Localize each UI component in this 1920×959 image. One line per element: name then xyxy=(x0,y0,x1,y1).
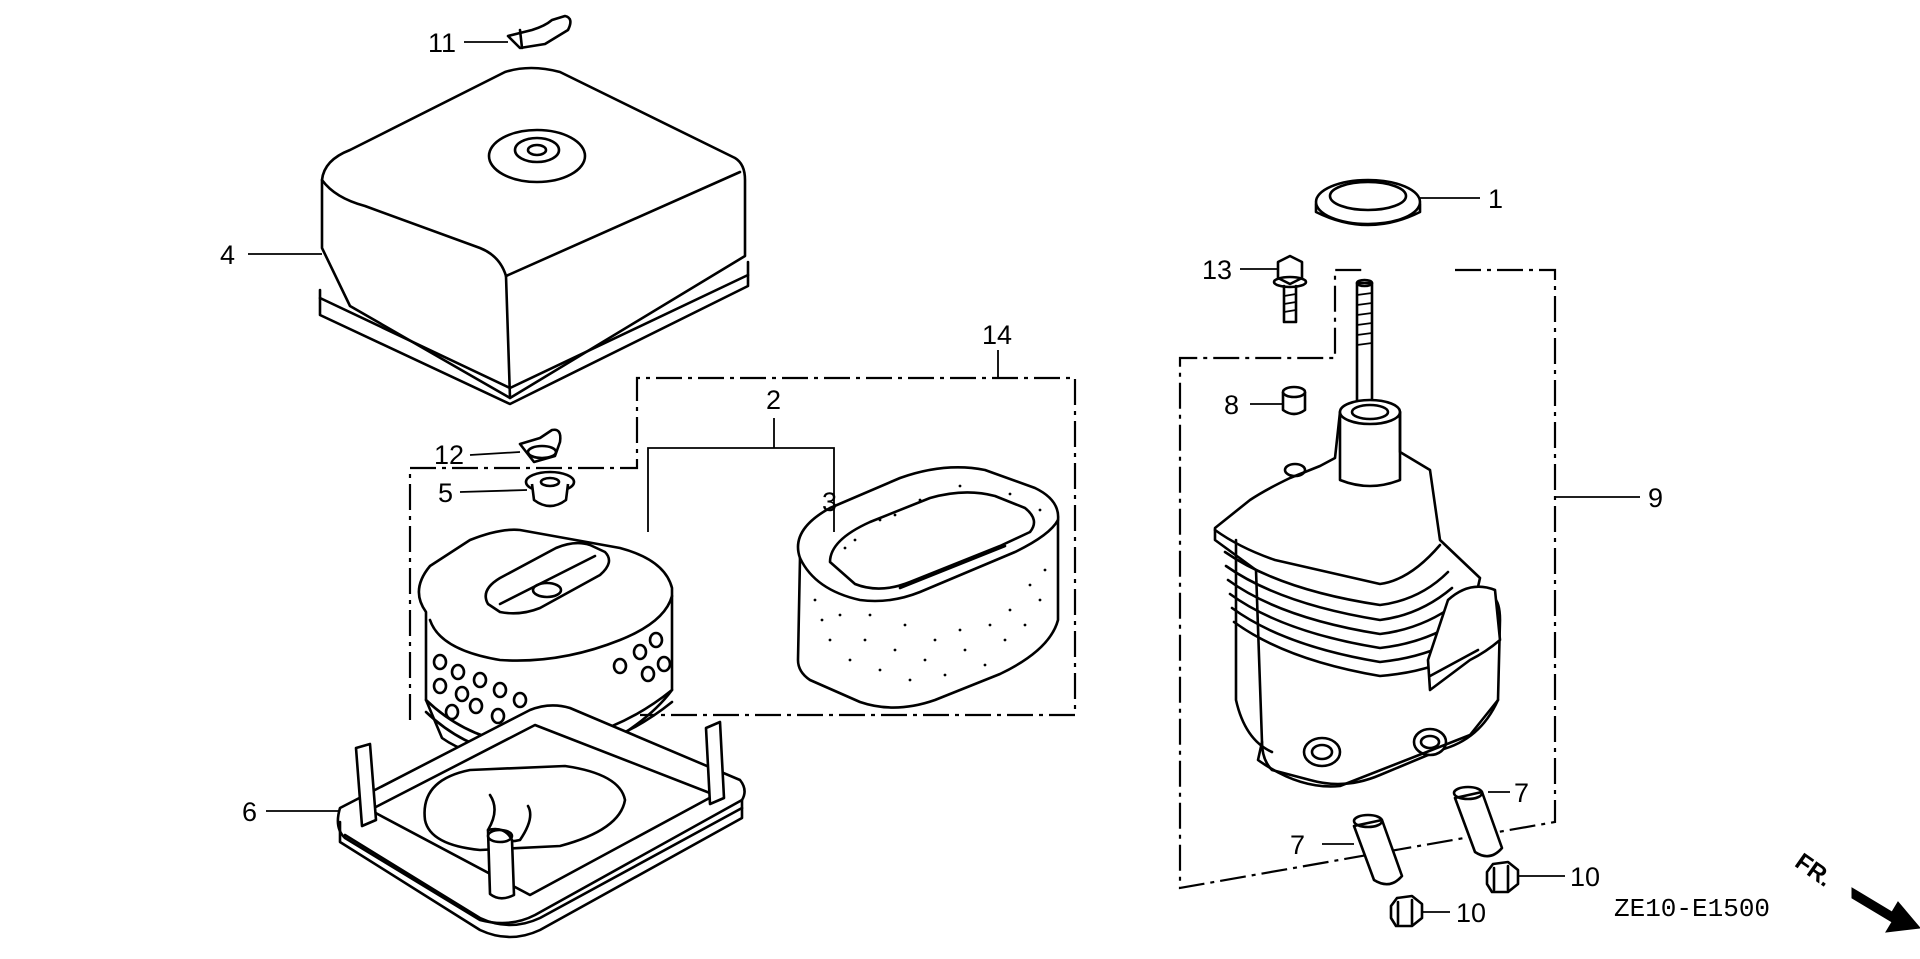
callout-labels: 11 4 14 2 3 12 5 6 1 13 8 9 7 7 10 10 xyxy=(220,28,1663,928)
assembly-bracket-2 xyxy=(647,418,835,532)
callout-12: 12 xyxy=(434,440,464,470)
callout-10-left: 10 xyxy=(1456,898,1486,928)
assembly-bracket-14 xyxy=(408,350,1077,720)
callout-8: 8 xyxy=(1224,390,1239,420)
callout-13: 13 xyxy=(1202,255,1232,285)
paper-element xyxy=(417,528,674,762)
callout-9: 9 xyxy=(1648,483,1663,513)
tube-part-a xyxy=(1452,785,1504,858)
gasket-part xyxy=(1314,178,1422,227)
front-direction-label: FR. xyxy=(1790,848,1837,892)
callout-4: 4 xyxy=(220,240,235,270)
air-cleaner-cover xyxy=(318,66,750,406)
foam-element xyxy=(796,466,1060,709)
grommet-part xyxy=(524,470,576,508)
leader-lines xyxy=(248,41,1640,913)
tube-part-b xyxy=(1352,813,1404,886)
callout-2: 2 xyxy=(766,385,781,415)
wing-nut-part xyxy=(518,428,562,464)
assembly-bracket-9 xyxy=(1178,268,1557,890)
callout-14: 14 xyxy=(982,320,1012,350)
callout-3: 3 xyxy=(822,487,837,517)
callout-7-right: 7 xyxy=(1514,778,1529,808)
air-cleaner-base xyxy=(336,704,746,939)
collar-part xyxy=(1281,385,1307,416)
clip-part xyxy=(506,14,572,50)
perforations xyxy=(432,631,672,725)
callout-10-right: 10 xyxy=(1570,862,1600,892)
cap-nut-a xyxy=(1485,860,1520,894)
bolt-part xyxy=(1272,254,1308,324)
front-arrow-icon xyxy=(1851,887,1920,933)
front-direction-indicator: FR. xyxy=(1790,848,1920,933)
callout-7-left: 7 xyxy=(1290,830,1305,860)
diagram-code: ZE10-E1500 xyxy=(1614,894,1770,924)
cap-nut-b xyxy=(1389,894,1424,928)
callout-5: 5 xyxy=(438,478,453,508)
foam-texture xyxy=(813,484,1047,682)
callout-1: 1 xyxy=(1488,184,1503,214)
callout-6: 6 xyxy=(242,797,257,827)
air-cleaner-case xyxy=(1213,278,1502,788)
callout-11: 11 xyxy=(428,28,456,58)
